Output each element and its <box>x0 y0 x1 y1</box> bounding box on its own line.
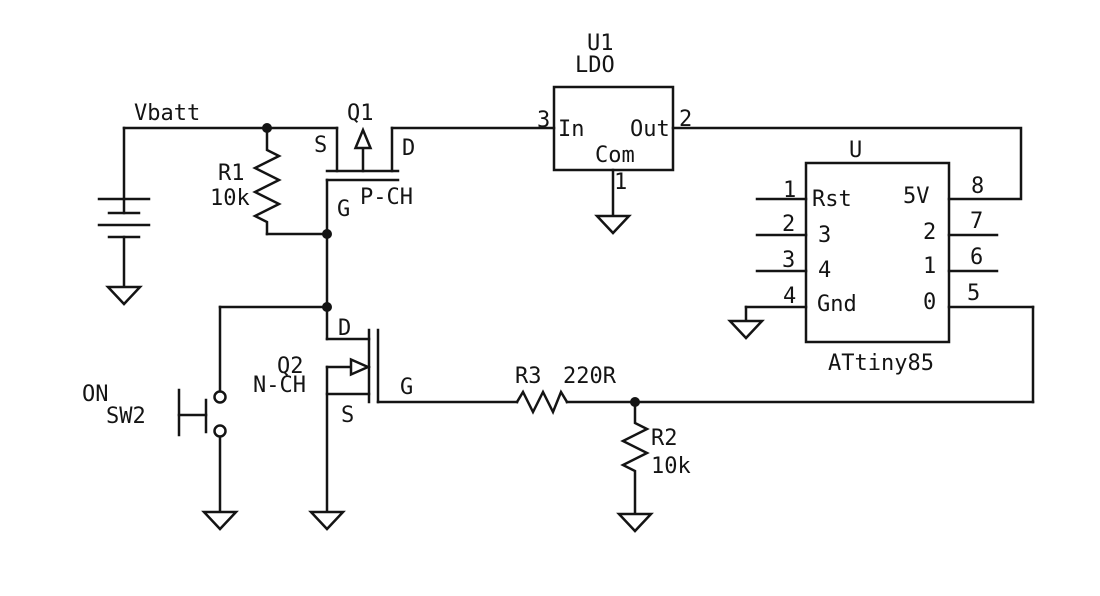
mosfet-q2: Q2 N-CH D S G <box>253 316 413 531</box>
ground-icon <box>727 319 765 340</box>
q1-pin-source: S <box>314 133 327 158</box>
u1-pin-in-number: 3 <box>537 108 550 133</box>
mcu-pin2-name: 3 <box>818 223 831 248</box>
sw2-contact-top <box>213 390 227 404</box>
u1-pin-out-number: 2 <box>679 107 692 132</box>
r3-body <box>515 389 569 416</box>
r2-ref: R2 <box>651 426 678 451</box>
mcu-pin1-number: 1 <box>783 178 796 203</box>
ground-icon <box>616 512 654 533</box>
mcu-pin7-name: 2 <box>923 220 936 245</box>
pushbutton-sw2: ON SW2 <box>82 305 329 531</box>
q2-pin-drain: D <box>338 316 351 341</box>
u1-pin-in-name: In <box>558 117 585 142</box>
r2-body <box>620 400 650 516</box>
resistor-r3: R3 220R <box>515 364 617 416</box>
q1-pin-gate: G <box>337 197 350 222</box>
mcu-ref: U <box>849 138 862 163</box>
u1-pin-out-name: Out <box>630 117 670 142</box>
mcu-attiny85: U ATtiny85 1 2 3 4 Rst 3 4 Gnd 5V 2 1 0 … <box>727 138 999 376</box>
ground-icon <box>594 214 632 235</box>
u1-ref: U1 <box>587 31 614 56</box>
mcu-pin4-name: Gnd <box>817 292 857 317</box>
q2-pin-source: S <box>341 403 354 428</box>
mcu-pin8-name: 5V <box>903 184 930 209</box>
r3-value: 220R <box>563 364 617 389</box>
u1-pin-com-name: Com <box>595 143 635 168</box>
q2-pin-gate: G <box>400 375 413 400</box>
net-label-vbatt: Vbatt <box>134 101 200 126</box>
mcu-pin6-number: 6 <box>970 245 983 270</box>
ldo-u1: U1 LDO 3 In Out 2 Com 1 <box>537 31 692 235</box>
mcu-device: ATtiny85 <box>828 351 934 376</box>
sw2-action: ON <box>82 382 109 407</box>
mcu-pin5-name: 0 <box>923 290 936 315</box>
sw2-contact-bottom <box>213 424 227 438</box>
r1-body <box>252 126 282 236</box>
r1-ref: R1 <box>218 161 245 186</box>
ground-icon <box>201 510 239 531</box>
q1-arrow-icon <box>353 126 373 150</box>
junction-dot <box>322 229 332 239</box>
mosfet-q1: Q1 S D G P-CH <box>314 101 415 222</box>
q1-channel: P-CH <box>360 185 413 210</box>
resistor-r1: R1 10k <box>210 126 329 236</box>
u1-pin-com-number: 1 <box>614 170 627 195</box>
mcu-pin3-name: 4 <box>818 258 831 283</box>
wire-ldo-out-to-mcu-5v <box>671 126 1023 201</box>
sw2-ref: SW2 <box>106 404 146 429</box>
mcu-pin2-number: 2 <box>782 212 795 237</box>
ground-icon <box>308 510 346 531</box>
mcu-pin5-number: 5 <box>967 281 980 306</box>
battery-symbol <box>97 126 151 306</box>
resistor-r2: R2 10k <box>616 400 691 533</box>
mcu-pin6-name: 1 <box>923 254 936 279</box>
q1-ref: Q1 <box>347 101 374 126</box>
q2-arrow-icon <box>349 357 372 377</box>
r3-ref: R3 <box>515 364 542 389</box>
mcu-pin3-number: 3 <box>782 248 795 273</box>
mcu-pin8-number: 8 <box>971 174 984 199</box>
ground-icon <box>105 285 143 306</box>
mcu-pin1-name: Rst <box>812 187 852 212</box>
mcu-pin7-number: 7 <box>970 209 983 234</box>
mcu-body <box>804 161 951 344</box>
q1-pin-drain: D <box>402 136 415 161</box>
q2-channel: N-CH <box>253 373 306 398</box>
u1-device: LDO <box>575 53 615 78</box>
r1-value: 10k <box>210 186 250 211</box>
mcu-pin4-number: 4 <box>783 284 796 309</box>
r2-value: 10k <box>651 454 691 479</box>
q2-ref: Q2 <box>277 354 304 379</box>
